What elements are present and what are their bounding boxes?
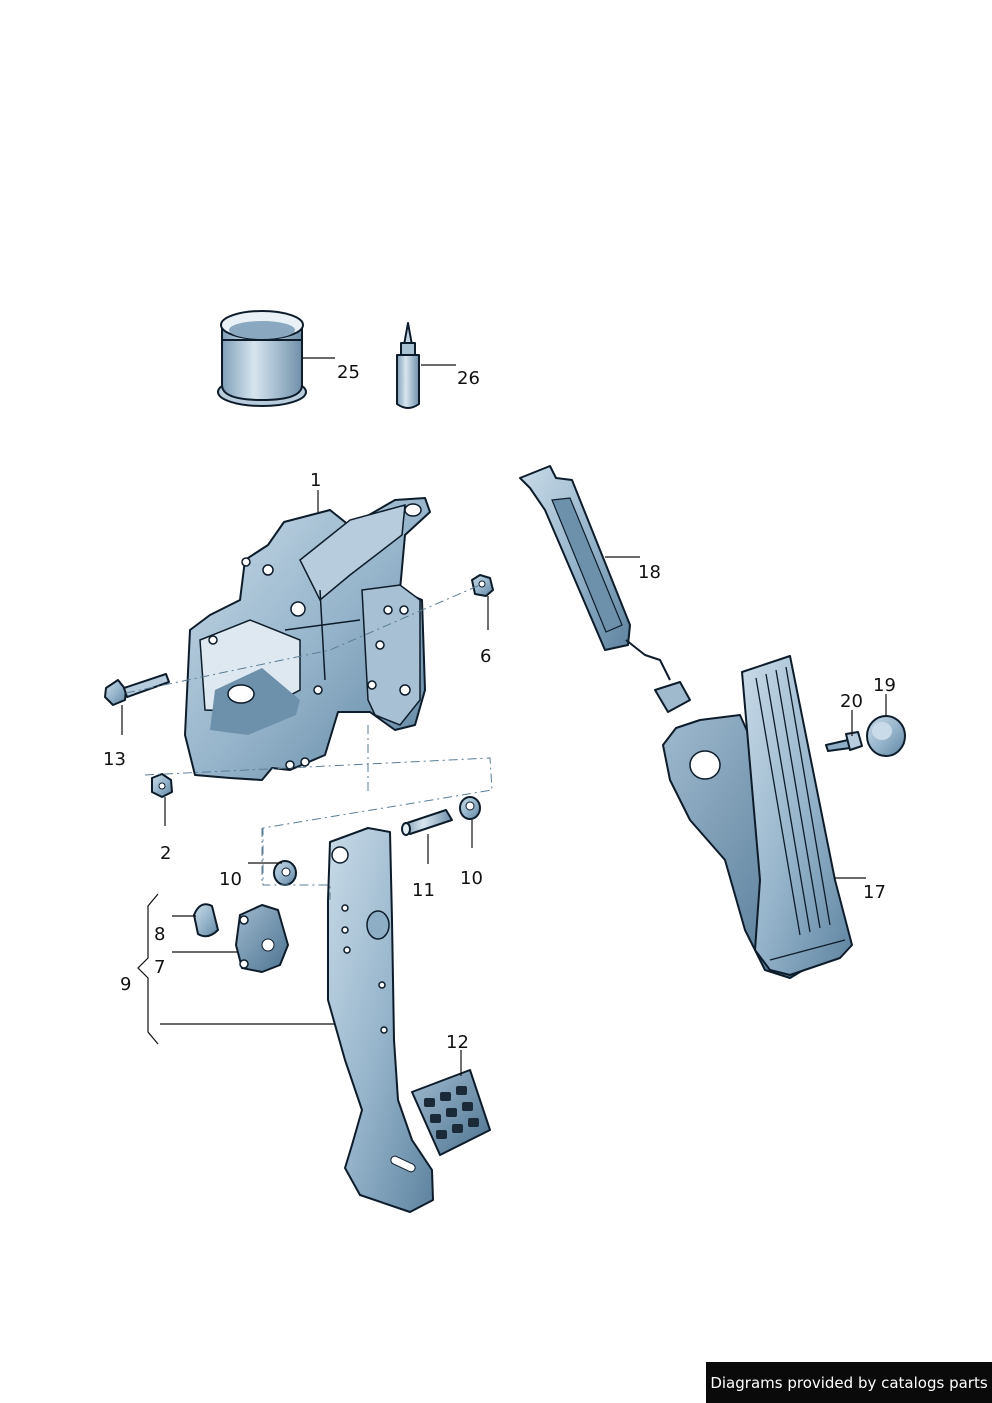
pedal-bracket-part-1 (184, 497, 431, 781)
bushing-part-25 (217, 310, 307, 407)
sensor-bracket-part-18 (519, 465, 691, 713)
nut-part-6 (471, 574, 494, 597)
callout-7: 7 (154, 957, 165, 978)
callout-13: 13 (103, 749, 126, 770)
bushing-part-10-left (273, 860, 297, 886)
callout-17: 17 (863, 882, 886, 903)
accelerator-pedal-part-17 (662, 655, 853, 979)
cap-part-19 (866, 715, 906, 757)
callout-2: 2 (160, 843, 171, 864)
clip-part-7 (235, 904, 289, 973)
cap-part-8 (193, 903, 219, 938)
callout-25: 25 (337, 362, 360, 383)
callout-6: 6 (480, 646, 491, 667)
callout-18: 18 (638, 562, 661, 583)
callout-12: 12 (446, 1032, 469, 1053)
callout-26: 26 (457, 368, 480, 389)
callout-10-right: 10 (460, 868, 483, 889)
callout-labels: 25 26 1 18 6 19 20 13 2 10 11 10 17 8 7 … (103, 362, 896, 1053)
callout-20: 20 (840, 691, 863, 712)
callout-9: 9 (120, 974, 131, 995)
bushing-part-10-right (459, 796, 481, 820)
leader-lines (121, 357, 887, 1076)
callout-8: 8 (154, 924, 165, 945)
pin-part-11 (401, 809, 453, 836)
callout-19: 19 (873, 675, 896, 696)
grease-tube-part-26 (396, 322, 420, 409)
bolt-part-13 (104, 673, 170, 706)
callout-10-left: 10 (219, 869, 242, 890)
callout-11: 11 (412, 880, 435, 901)
diagram-credit-banner: Diagrams provided by catalogs parts (706, 1362, 992, 1403)
screw-part-20 (825, 731, 863, 752)
nut-part-2 (151, 773, 173, 798)
clutch-pedal-part-9 (327, 827, 434, 1213)
pedal-pad-part-12 (411, 1069, 491, 1156)
callout-1: 1 (310, 470, 321, 491)
diagram-credit-text: Diagrams provided by catalogs parts (710, 1373, 988, 1392)
assembly-lines (125, 584, 493, 900)
